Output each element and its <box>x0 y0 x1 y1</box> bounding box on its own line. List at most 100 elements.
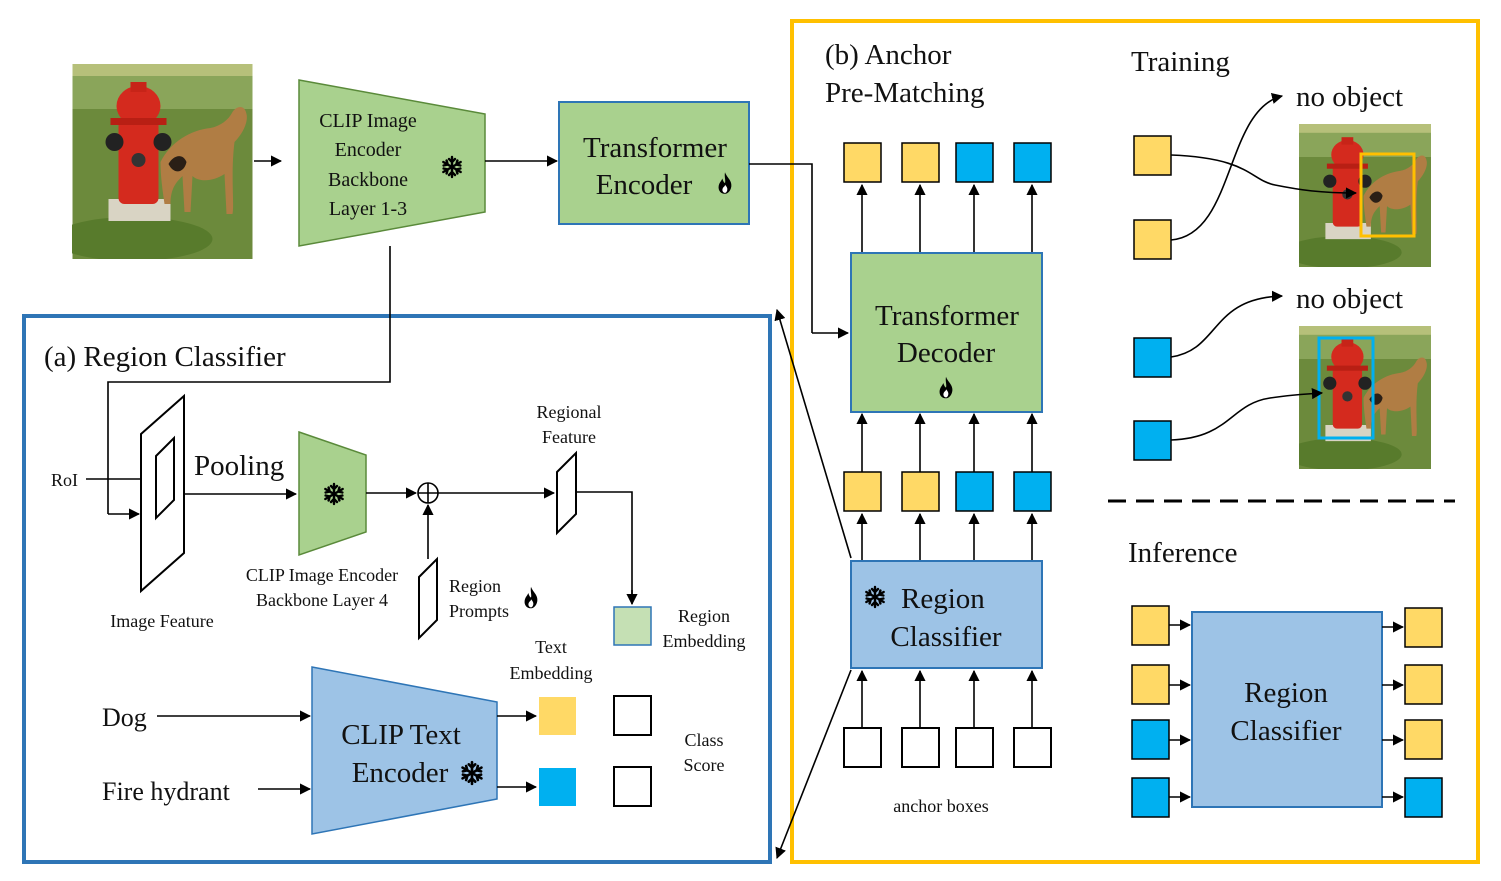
inference-region-classifier-block: Region Classifier <box>1191 611 1383 808</box>
add-operator <box>417 482 439 504</box>
arrow-to-region-classifier-panel-bottom <box>775 669 852 860</box>
class-score-label-2: Score <box>684 755 725 775</box>
clip-text-encoder-label-2: Encoder <box>352 757 449 789</box>
transformer-encoder-block: Transformer Encoder <box>558 101 750 225</box>
text-embedding-dog <box>539 697 576 735</box>
clip-layer4-label-1: CLIP Image Encoder <box>246 565 398 585</box>
region-embedding-label-1: Region <box>678 606 730 626</box>
clip-image-encoder-block: CLIP Image Encoder Backbone Layer 1-3 <box>298 79 486 247</box>
match-arrow-no-object-1 <box>1170 92 1284 241</box>
anchor-prematching-title-1: (b) Anchor <box>825 39 952 71</box>
clip-image-encoder-label-2: Encoder <box>335 139 402 161</box>
clip-layer4-label-2: Backbone Layer 4 <box>256 590 388 610</box>
query-square-blue <box>955 142 994 183</box>
query-square-yellow <box>843 471 882 512</box>
regional-feature-shape <box>556 450 577 536</box>
inference-output-yellow <box>1404 607 1443 648</box>
match-arrow-to-hydrant <box>1170 388 1324 441</box>
input-image <box>72 64 253 259</box>
transformer-encoder-label-2: Encoder <box>596 169 693 201</box>
class-dog-label: Dog <box>102 703 147 732</box>
anchor-box <box>843 727 882 768</box>
region-embedding-label-2: Embedding <box>663 631 746 651</box>
inference-input-yellow <box>1131 664 1170 705</box>
anchor-box <box>901 727 940 768</box>
query-square-yellow <box>901 471 940 512</box>
class-score-square <box>613 766 652 807</box>
match-arrow-to-dog <box>1170 154 1358 199</box>
flame-icon <box>524 586 538 609</box>
query-square-blue <box>1013 471 1052 512</box>
training-query-blue <box>1133 420 1172 461</box>
region-classifier-label-1: Region <box>901 583 985 615</box>
match-arrow-no-object-2 <box>1170 290 1284 358</box>
regional-feature-label-2: Feature <box>542 427 596 447</box>
region-classifier-title: (a) Region Classifier <box>44 341 286 373</box>
query-square-blue <box>1013 142 1052 183</box>
text-embedding-label-2: Embedding <box>510 663 593 683</box>
anchor-boxes-row <box>843 727 1052 768</box>
pooling-label: Pooling <box>194 450 284 482</box>
inference-region-classifier-label-1: Region <box>1244 677 1328 709</box>
connector-encoder-to-decoder <box>749 163 813 333</box>
inference-output-blue <box>1404 777 1443 818</box>
no-object-label-1: no object <box>1296 81 1403 113</box>
region-classifier-label-2: Classifier <box>890 621 1001 653</box>
inference-input-blue <box>1131 777 1170 818</box>
class-score-square <box>613 695 652 736</box>
clip-layer4-block <box>298 430 367 557</box>
image-feature-map <box>140 393 185 594</box>
inference-title: Inference <box>1128 537 1237 569</box>
region-embedding-square <box>613 606 652 646</box>
clip-image-encoder-label-3: Backbone <box>328 169 408 191</box>
clip-text-encoder-label-1: CLIP Text <box>341 719 461 751</box>
text-embedding-hydrant <box>539 768 576 806</box>
training-image-blue <box>1299 326 1431 469</box>
anchor-prematching-panel <box>790 19 1480 864</box>
anchor-boxes-label: anchor boxes <box>893 796 988 816</box>
no-object-label-2: no object <box>1296 283 1403 315</box>
arrow-to-region-classifier-panel-top <box>774 308 852 559</box>
inference-region-classifier-label-2: Classifier <box>1230 715 1341 747</box>
query-square-blue <box>955 471 994 512</box>
training-query-yellow <box>1133 135 1172 176</box>
anchor-box <box>955 727 994 768</box>
training-query-yellow <box>1133 219 1172 260</box>
query-square-yellow <box>843 142 882 183</box>
clip-image-encoder-label-4: Layer 1-3 <box>329 198 407 220</box>
inference-input-blue <box>1131 719 1170 760</box>
connector-regional-to-embedding <box>576 491 633 600</box>
region-prompts-label-1: Region <box>449 576 501 596</box>
regional-feature-label-1: Regional <box>537 402 602 422</box>
clip-image-encoder-label-1: CLIP Image <box>319 110 417 132</box>
inference-input-yellow <box>1131 605 1170 646</box>
transformer-decoder-label-2: Decoder <box>897 337 996 369</box>
bbox-dog <box>1359 152 1416 238</box>
training-title: Training <box>1131 46 1230 78</box>
training-query-blue <box>1133 337 1172 378</box>
transformer-decoder-label-1: Transformer <box>875 300 1019 332</box>
transformer-encoder-label-1: Transformer <box>583 132 727 164</box>
class-score-label-1: Class <box>684 730 723 750</box>
anchor-box <box>1013 727 1052 768</box>
transformer-decoder-block: Transformer Decoder <box>850 252 1043 413</box>
region-classifier-panel <box>22 314 772 864</box>
inference-output-yellow <box>1404 664 1443 705</box>
region-prompts-shape <box>418 556 438 641</box>
region-prompts-label-2: Prompts <box>449 601 509 621</box>
output-queries-row <box>843 142 1052 183</box>
anchor-prematching-title-2: Pre-Matching <box>825 77 984 109</box>
class-fire-hydrant-label: Fire hydrant <box>102 777 231 806</box>
region-classifier-block: Region Classifier <box>850 560 1043 669</box>
clip-text-encoder-block: CLIP Text Encoder <box>311 666 498 835</box>
roi-label: RoI <box>51 470 78 490</box>
inference-output-yellow <box>1404 719 1443 760</box>
training-image-yellow <box>1299 124 1431 267</box>
query-square-yellow <box>901 142 940 183</box>
image-feature-label: Image Feature <box>110 611 213 631</box>
connector-layer3-to-feature <box>107 246 391 514</box>
matched-queries-row <box>843 471 1052 512</box>
text-embedding-label-1: Text <box>535 637 567 657</box>
bbox-hydrant <box>1317 336 1375 440</box>
